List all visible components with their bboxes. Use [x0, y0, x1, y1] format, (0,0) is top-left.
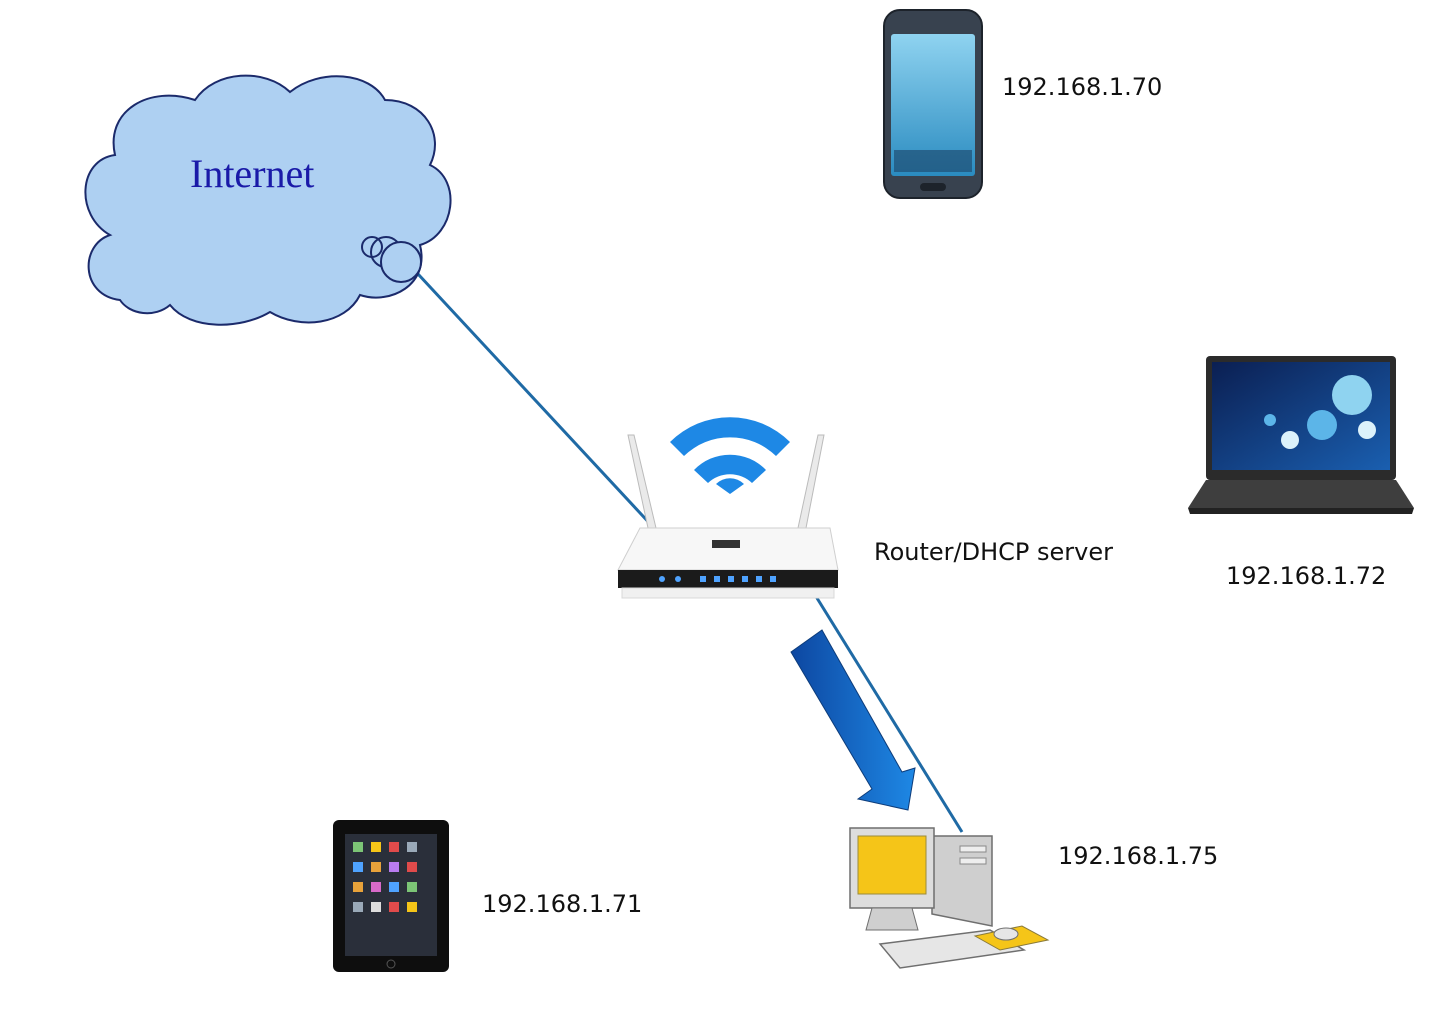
- laptop-icon: [1188, 356, 1414, 514]
- tablet-icon: [333, 820, 449, 972]
- tablet-ip-label: 192.168.1.71: [482, 890, 643, 918]
- laptop-ip-label: 192.168.1.72: [1226, 562, 1387, 590]
- internet-router-link: [416, 272, 656, 530]
- desktop-computer-icon: [849, 827, 1050, 969]
- phone-icon: [883, 9, 983, 199]
- desktop-ip-label: 192.168.1.75: [1058, 842, 1219, 870]
- internet-label: Internet: [190, 151, 315, 196]
- dhcp-arrow: [790, 629, 916, 811]
- router-desktop-link: [810, 589, 964, 833]
- internet-cloud: [84, 74, 452, 326]
- wifi-icon: [670, 417, 790, 494]
- router-icon: [617, 434, 839, 599]
- phone-ip-label: 192.168.1.70: [1002, 73, 1163, 101]
- router-label: Router/DHCP server: [874, 538, 1113, 566]
